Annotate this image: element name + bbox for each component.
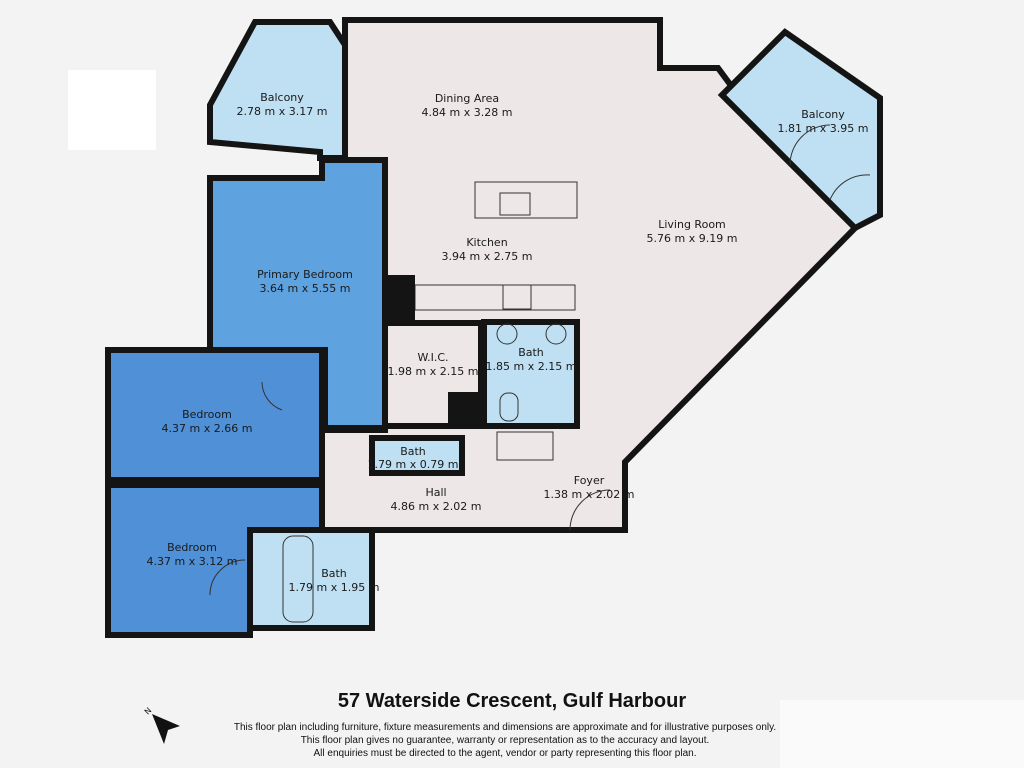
room-dims: 4.37 m x 2.66 m bbox=[162, 422, 253, 435]
room-name: Kitchen bbox=[466, 236, 507, 249]
room-name: Bath bbox=[400, 445, 426, 458]
room-dims: 1.85 m x 2.15 m bbox=[486, 360, 577, 373]
room-dims: 1.79 m x 1.95 m bbox=[289, 581, 380, 594]
room-name: Balcony bbox=[260, 91, 304, 104]
room-name: Bath bbox=[321, 567, 347, 580]
room-dims: 1.38 m x 2.02 m bbox=[544, 488, 635, 501]
room-dims: 1.79 m x 0.79 m bbox=[368, 458, 459, 471]
cooktop bbox=[502, 284, 532, 310]
floor-plan: Balcony 2.78 m x 3.17 m Dining Area 4.84… bbox=[105, 17, 883, 638]
door-swing bbox=[209, 559, 246, 596]
page-title: 57 Waterside Crescent, Gulf Harbour bbox=[337, 690, 687, 712]
room-name: Primary Bedroom bbox=[257, 268, 353, 281]
room-dims: 3.94 m x 2.75 m bbox=[442, 250, 533, 263]
room-name: Hall bbox=[425, 486, 446, 499]
room-dims: 4.86 m x 2.02 m bbox=[391, 500, 482, 513]
room-name: Dining Area bbox=[435, 92, 499, 105]
kitchen-wall-block bbox=[385, 275, 415, 323]
room-dims: 3.64 m x 5.55 m bbox=[260, 282, 351, 295]
blank-patch bbox=[780, 700, 1024, 768]
door-swing bbox=[569, 489, 611, 531]
room-name: Balcony bbox=[801, 108, 845, 121]
basin bbox=[496, 323, 518, 345]
blank-patch bbox=[68, 70, 156, 150]
door-swing bbox=[829, 174, 871, 201]
room-dims: 4.84 m x 3.28 m bbox=[422, 106, 513, 119]
bedroom-1 bbox=[105, 347, 325, 483]
door-swing bbox=[789, 124, 831, 166]
room-name: Living Room bbox=[658, 218, 726, 231]
room-name: Bath bbox=[518, 346, 544, 359]
disclaimer-line: All enquiries must be directed to the ag… bbox=[313, 748, 697, 759]
room-name: W.I.C. bbox=[417, 351, 448, 364]
bathtub bbox=[282, 535, 314, 623]
room-name: Bedroom bbox=[167, 541, 217, 554]
north-arrow-icon bbox=[152, 714, 180, 744]
room-dims: 5.76 m x 9.19 m bbox=[647, 232, 738, 245]
balcony-left bbox=[207, 19, 348, 161]
room-dims: 1.81 m x 3.95 m bbox=[778, 122, 869, 135]
north-arrow: N bbox=[140, 700, 190, 754]
room-name: Foyer bbox=[574, 474, 605, 487]
disclaimer-line: This floor plan including furniture, fix… bbox=[233, 722, 777, 733]
room-dims: 1.98 m x 2.15 m bbox=[388, 365, 479, 378]
room-dims: 4.37 m x 3.12 m bbox=[147, 555, 238, 568]
kitchen-island bbox=[474, 181, 578, 219]
bath-bottom bbox=[247, 527, 375, 631]
door-swing bbox=[261, 381, 283, 411]
north-label: N bbox=[143, 706, 154, 717]
basin bbox=[545, 323, 567, 345]
laundry bbox=[496, 431, 554, 461]
disclaimer-line: This floor plan gives no guarantee, warr… bbox=[300, 735, 710, 746]
small-bath-floor bbox=[369, 435, 465, 476]
sink bbox=[499, 192, 531, 216]
toilet bbox=[499, 392, 519, 422]
room-dims: 2.78 m x 3.17 m bbox=[237, 105, 328, 118]
balcony-right bbox=[717, 28, 883, 232]
room-name: Bedroom bbox=[182, 408, 232, 421]
wic-wall-block bbox=[448, 392, 482, 428]
